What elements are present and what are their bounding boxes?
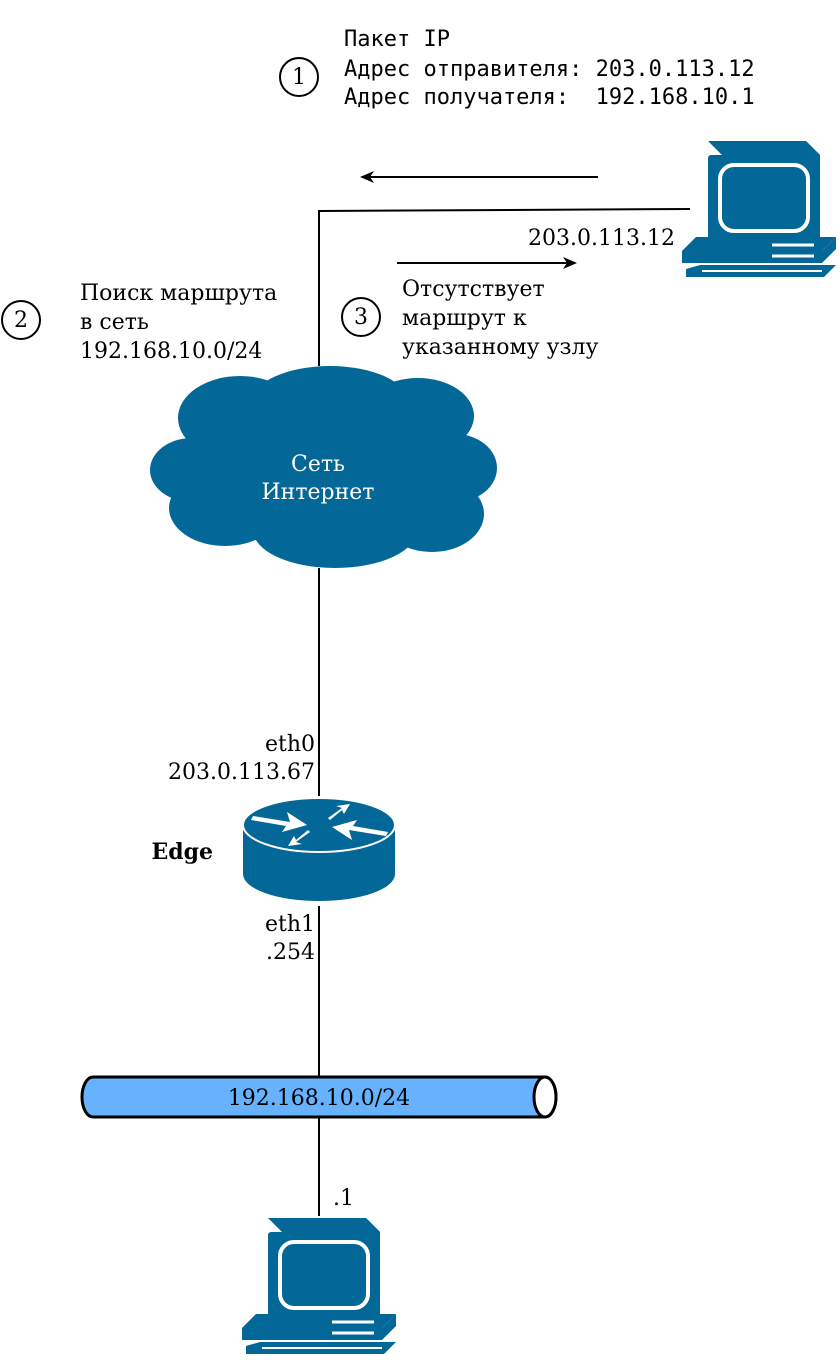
remote-host-ip: 203.0.113.12 <box>528 226 675 251</box>
svg-text:3: 3 <box>354 305 368 330</box>
svg-text:2: 2 <box>14 308 28 333</box>
router-eth1-name: eth1 <box>265 912 315 937</box>
router-edge-icon <box>242 797 396 901</box>
lan-segment-bus: 192.168.10.0/24 <box>80 1075 558 1119</box>
lan-subnet-label: 192.168.10.0/24 <box>228 1086 410 1111</box>
svg-text:указанному узлу: указанному узлу <box>402 335 598 360</box>
cloud-label-line1: Сеть <box>291 452 345 477</box>
route-lookup-note: Поиск маршрута в сеть 192.168.10.0/24 <box>80 281 277 364</box>
no-route-note: Отсутствует маршрут к указанному узлу <box>402 277 598 360</box>
packet-info: Пакет IP Адрес отправителя: 203.0.113.12… <box>344 27 755 110</box>
packet-src-address: Адрес отправителя: 203.0.113.12 <box>344 57 755 82</box>
local-host-pc-icon <box>240 1216 398 1356</box>
internet-cloud-icon: Сеть Интернет <box>150 366 497 568</box>
svg-text:Отсутствует: Отсутствует <box>402 277 545 302</box>
router-eth0-ip: 203.0.113.67 <box>168 760 315 785</box>
step-marker-2: 2 <box>1 300 41 340</box>
router-eth1-ip: .254 <box>266 940 315 965</box>
cloud-label-line2: Интернет <box>262 480 375 505</box>
svg-text:1: 1 <box>292 65 306 90</box>
local-host-ip: .1 <box>333 1186 354 1211</box>
packet-dst-address: Адрес получателя: 192.168.10.1 <box>344 85 755 110</box>
svg-text:192.168.10.0/24: 192.168.10.0/24 <box>80 339 262 364</box>
link-internet-remote-host <box>318 208 691 366</box>
step-marker-3: 3 <box>341 297 381 337</box>
router-name: Edge <box>151 839 213 865</box>
router-eth0-name: eth0 <box>265 732 315 757</box>
svg-text:Поиск маршрута: Поиск маршрута <box>80 281 277 306</box>
svg-text:маршрут к: маршрут к <box>402 306 527 331</box>
packet-title: Пакет IP <box>344 27 450 52</box>
step-marker-1: 1 <box>279 57 319 97</box>
remote-host-pc-icon <box>680 139 838 279</box>
svg-text:в сеть: в сеть <box>80 310 149 335</box>
